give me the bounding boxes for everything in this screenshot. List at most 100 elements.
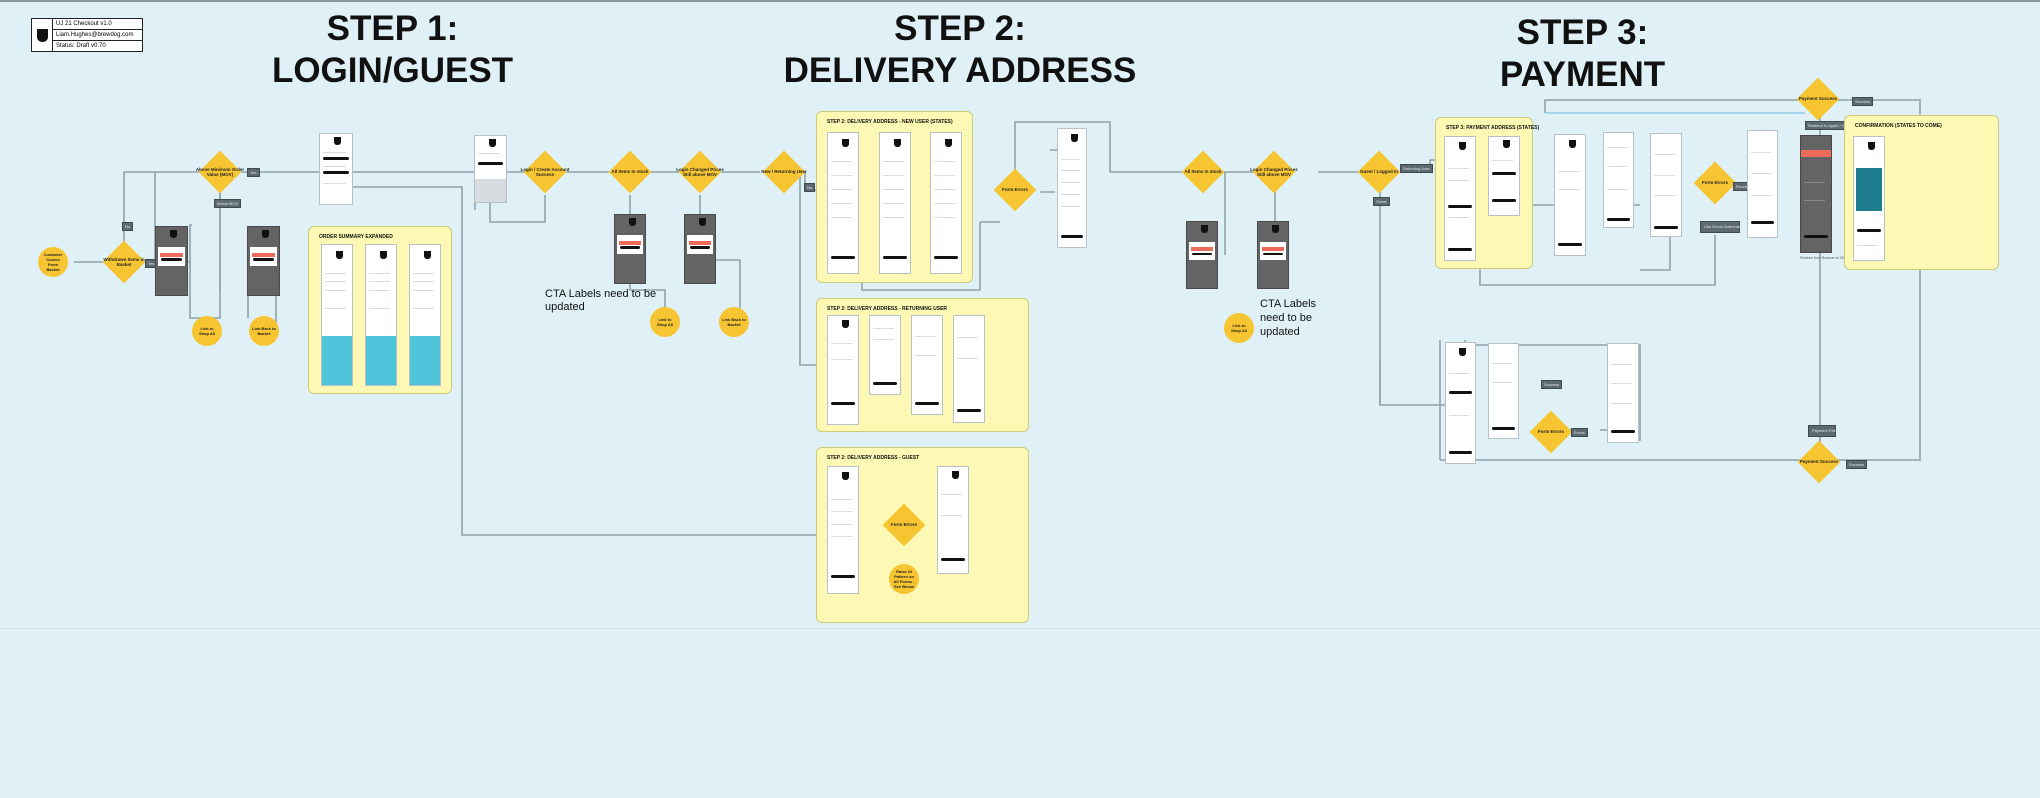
screen-billing-form[interactable]: [1650, 133, 1682, 237]
decision-form-errors-payment[interactable]: Form Errors: [1693, 161, 1737, 205]
tag-new: No: [804, 183, 816, 192]
decision-login-create[interactable]: Login / Create Account Success: [520, 150, 570, 194]
decision-label: Guest / Logged In: [1360, 169, 1398, 175]
decision-above-mov[interactable]: Above Minimum Order Value (MOV): [196, 150, 244, 194]
group-title: ORDER SUMMARY EXPANDED: [319, 234, 393, 240]
screen-delivery-new-3[interactable]: [930, 132, 962, 274]
link-shop-all-1[interactable]: Link to Shop All: [192, 316, 222, 346]
screen-payment-2[interactable]: [1488, 136, 1520, 216]
decision-label: Payment Success: [1799, 459, 1839, 465]
screen-delivery-new-2[interactable]: [879, 132, 911, 274]
screen-delivery-returning-2[interactable]: [869, 315, 901, 395]
decision-new-returning[interactable]: New / Returning User: [761, 150, 807, 194]
screen-out-of-stock-modal-2[interactable]: [1186, 221, 1218, 289]
step-1-label: STEP 1:: [326, 9, 459, 48]
screen-login-keyboard[interactable]: [474, 135, 507, 203]
screen-payment-card-1[interactable]: [1445, 342, 1476, 464]
step-3-label: STEP 3:: [1516, 13, 1649, 52]
screen-order-summary-1[interactable]: [321, 244, 353, 386]
screen-order-summary-2[interactable]: [365, 244, 397, 386]
start-node[interactable]: Customer Comes From Basket: [38, 247, 68, 277]
tag-no: No: [122, 222, 134, 231]
group-order-summary: ORDER SUMMARY EXPANDED: [308, 226, 452, 394]
tag-returning-user: Returning User: [1400, 164, 1433, 173]
project-title: UJ 21 Checkout v1.0: [53, 19, 142, 30]
tag-error-note: Use Errors Authentication Modal: [1700, 221, 1761, 233]
canvas-area: [0, 628, 2040, 629]
owner-email: Liam.Hughes@brewdog.com: [53, 30, 142, 41]
group-title: STEP 2: DELIVERY ADDRESS - RETURNING USE…: [827, 306, 948, 312]
group-delivery-new-user: STEP 2: DELIVERY ADDRESS - NEW USER (STA…: [816, 111, 973, 283]
tag-yes-mov: Yes: [247, 168, 260, 177]
decision-payment-success-top[interactable]: Payment Success: [1796, 77, 1840, 121]
screen-billing-address[interactable]: [1603, 132, 1634, 228]
note-cta-labels-2: CTA Labels need to be updated: [1260, 298, 1317, 338]
group-delivery-returning: STEP 2: DELIVERY ADDRESS - RETURNING USE…: [816, 298, 1029, 432]
screen-withdrawn-modal[interactable]: [155, 226, 188, 296]
decision-label: Form Errors: [1537, 429, 1564, 435]
link-shop-all-2[interactable]: Link to Shop All: [650, 307, 680, 337]
step-1-title: STEP 1: LOGIN/GUEST: [260, 8, 525, 92]
connector: [172, 171, 320, 290]
group-title: CONFIRMATION (STATES TO COME): [1855, 123, 1942, 129]
tag-success-bottom: Success: [1846, 460, 1868, 469]
guest-errors-note[interactable]: Raise UI Pattern on All Forms - See Belo…: [889, 564, 919, 594]
decision-login-changed-prices-1[interactable]: Login Changed Prices Still above MOV: [676, 150, 724, 194]
tag-payment-fail: Payment Fail: [1808, 425, 1836, 437]
project-title-card: UJ 21 Checkout v1.0 Liam.Hughes@brewdog.…: [31, 18, 143, 52]
screen-delivery-returning-1[interactable]: [827, 315, 859, 425]
screen-below-mov-modal[interactable]: [247, 226, 280, 296]
decision-label: Form Errors: [1001, 187, 1028, 193]
link-shop-all-3[interactable]: Link to Shop All: [1224, 313, 1254, 343]
group-payment-states: STEP 3: PAYMENT ADDRESS (STATES): [1435, 117, 1539, 269]
screen-out-of-stock-modal[interactable]: [614, 214, 646, 284]
tag-below-mov: Below MOV: [214, 199, 242, 208]
link-back-basket-1[interactable]: Link Back to Basket: [249, 316, 279, 346]
connector: [784, 171, 820, 366]
screen-delivery-errors[interactable]: [1057, 128, 1087, 248]
screen-3d-secure[interactable]: [1800, 135, 1832, 253]
decision-form-errors-new[interactable]: Form Errors: [993, 168, 1037, 212]
screen-delivery-guest-1[interactable]: [827, 466, 859, 594]
link-back-basket-2[interactable]: Link Back to Basket: [719, 307, 749, 337]
screen-login-guest[interactable]: [319, 133, 353, 205]
decision-label: Login Changed Prices Still above MOV: [676, 166, 724, 178]
step-2-label: STEP 2:: [894, 9, 1026, 48]
decision-guest-logged-in[interactable]: Guest / Logged In: [1357, 150, 1401, 194]
screen-payment-card-2[interactable]: [1488, 343, 1519, 439]
decision-form-errors-guest[interactable]: Form Errors: [882, 503, 926, 547]
decision-label: Payment Success: [1798, 96, 1838, 102]
tag-guest: Guest: [1373, 197, 1390, 206]
screen-payment-3[interactable]: [1554, 134, 1586, 256]
screen-confirmation[interactable]: [1853, 136, 1885, 261]
screen-delivery-returning-4[interactable]: [953, 315, 985, 423]
screen-delivery-returning-3[interactable]: [911, 315, 943, 415]
screen-price-changed-modal-2[interactable]: [1257, 221, 1289, 289]
decision-label: Login / Create Account Success: [520, 166, 570, 178]
decision-label: Form Errors: [890, 522, 917, 528]
tag-success-top: Success: [1852, 97, 1874, 106]
connector: [489, 171, 760, 223]
decision-form-errors-payment-2[interactable]: Form Errors: [1529, 410, 1573, 454]
step-3-title: STEP 3: PAYMENT: [1450, 12, 1715, 96]
decision-withdrawn-items[interactable]: Withdrawn Items in Basket: [102, 240, 146, 284]
screen-payment-errors[interactable]: [1747, 130, 1778, 238]
decision-login-changed-prices-2[interactable]: Login Changed Prices Still above MOV: [1250, 150, 1298, 194]
step-3-name: PAYMENT: [1499, 55, 1666, 94]
decision-label: Above Minimum Order Value (MOV): [195, 166, 245, 178]
group-confirmation: CONFIRMATION (STATES TO COME): [1844, 115, 1999, 270]
group-title: STEP 2: DELIVERY ADDRESS - GUEST: [827, 455, 920, 461]
screen-delivery-new-1[interactable]: [827, 132, 859, 274]
group-title: STEP 2: DELIVERY ADDRESS - NEW USER (STA…: [827, 119, 953, 125]
decision-payment-success-bottom[interactable]: Payment Success: [1797, 440, 1841, 484]
screen-delivery-guest-2[interactable]: [937, 466, 969, 574]
screen-payment-1[interactable]: [1444, 136, 1476, 261]
note-3d-secure: Redirect from Browser to 3D Secure: [1800, 256, 1857, 260]
decision-label: Login Changed Prices Still above MOV: [1250, 166, 1298, 178]
screen-payment-card-errors[interactable]: [1607, 343, 1639, 443]
group-title: STEP 3: PAYMENT ADDRESS (STATES): [1446, 125, 1540, 131]
decision-all-in-stock-2[interactable]: All Items In stock: [1181, 150, 1225, 194]
decision-all-in-stock-1[interactable]: All Items In stock: [608, 150, 652, 194]
screen-order-summary-3[interactable]: [409, 244, 441, 386]
screen-price-changed-modal[interactable]: [684, 214, 716, 284]
